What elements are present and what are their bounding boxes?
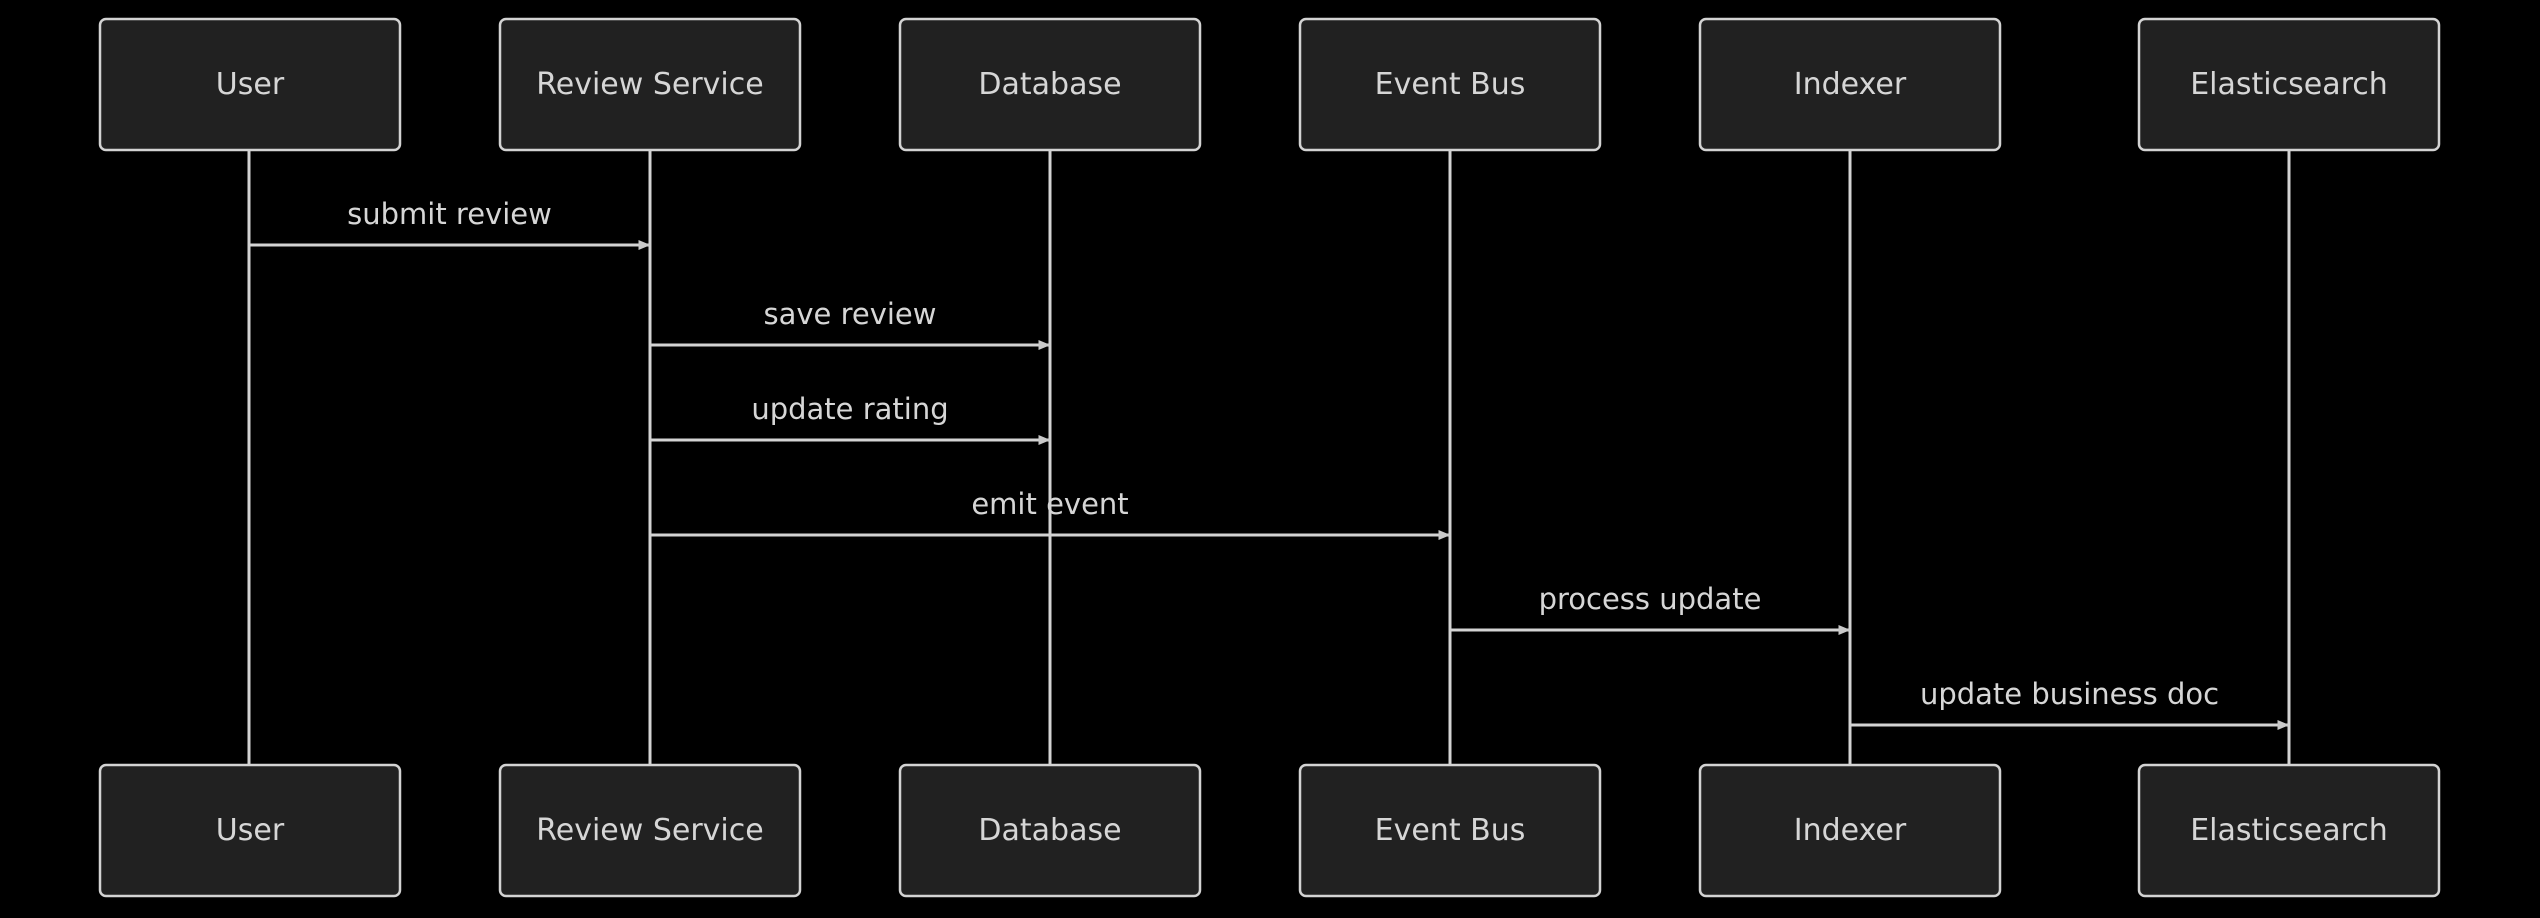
participant-box-user-top[interactable]: User	[98, 17, 402, 152]
participant-box-bg	[1298, 17, 1602, 152]
participant-box-bg	[2137, 17, 2441, 152]
message-4[interactable]: emit event	[650, 487, 1451, 540]
message-5[interactable]: process update	[1450, 582, 1851, 635]
participant-box-bg	[1698, 17, 2002, 152]
message-1[interactable]: submit review	[249, 197, 651, 250]
participant-box-eventbus-top[interactable]: Event Bus	[1298, 17, 1602, 152]
participant-label-eventbus: Event Bus	[1375, 813, 1526, 848]
participant-box-database-top[interactable]: Database	[898, 17, 1202, 152]
footer-boxes-layer: User Review Service Database Event Bus Index…	[98, 763, 2441, 898]
participant-label-elasticsearch: Elasticsearch	[2190, 67, 2388, 102]
participant-box-eventbus-bottom[interactable]: Event Bus	[1298, 763, 1602, 898]
header-boxes-layer: User Review Service Database Event Bus Index…	[98, 17, 2441, 152]
participant-box-database-bottom[interactable]: Database	[898, 763, 1202, 898]
lifelines-layer	[247, 150, 2291, 765]
participant-box-elasticsearch-bottom[interactable]: Elasticsearch	[2137, 763, 2441, 898]
participant-label-database: Database	[978, 813, 1121, 848]
message-label-2: save review	[763, 297, 936, 331]
participant-label-indexer: Indexer	[1794, 813, 1907, 848]
participant-box-bg	[98, 17, 402, 152]
participant-box-bg	[898, 763, 1202, 898]
participant-box-bg	[498, 17, 802, 152]
message-label-5: process update	[1539, 582, 1762, 616]
participant-label-database: Database	[978, 67, 1121, 102]
participant-box-indexer-bottom[interactable]: Indexer	[1698, 763, 2002, 898]
message-2[interactable]: save review	[650, 297, 1051, 350]
participant-label-indexer: Indexer	[1794, 67, 1907, 102]
message-3[interactable]: update rating	[650, 392, 1051, 445]
participant-box-bg	[98, 763, 402, 898]
participant-box-bg	[498, 763, 802, 898]
participant-box-user-bottom[interactable]: User	[98, 763, 402, 898]
participant-label-review: Review Service	[536, 813, 763, 848]
participant-box-bg	[898, 17, 1202, 152]
participant-box-elasticsearch-top[interactable]: Elasticsearch	[2137, 17, 2441, 152]
message-label-3: update rating	[751, 392, 948, 426]
participant-label-user: User	[216, 67, 285, 102]
participant-box-bg	[2137, 763, 2441, 898]
message-label-4: emit event	[971, 487, 1128, 521]
message-6[interactable]: update business doc	[1850, 677, 2290, 730]
participant-box-bg	[1298, 763, 1602, 898]
message-label-1: submit review	[347, 197, 552, 231]
participant-box-review-top[interactable]: Review Service	[498, 17, 802, 152]
participant-box-bg	[1698, 763, 2002, 898]
participant-box-indexer-top[interactable]: Indexer	[1698, 17, 2002, 152]
participant-label-eventbus: Event Bus	[1375, 67, 1526, 102]
messages-layer: submit review save review update rating emi…	[249, 197, 2290, 730]
participant-label-user: User	[216, 813, 285, 848]
message-label-6: update business doc	[1920, 677, 2219, 711]
participant-label-review: Review Service	[536, 67, 763, 102]
participant-label-elasticsearch: Elasticsearch	[2190, 813, 2388, 848]
participant-box-review-bottom[interactable]: Review Service	[498, 763, 802, 898]
